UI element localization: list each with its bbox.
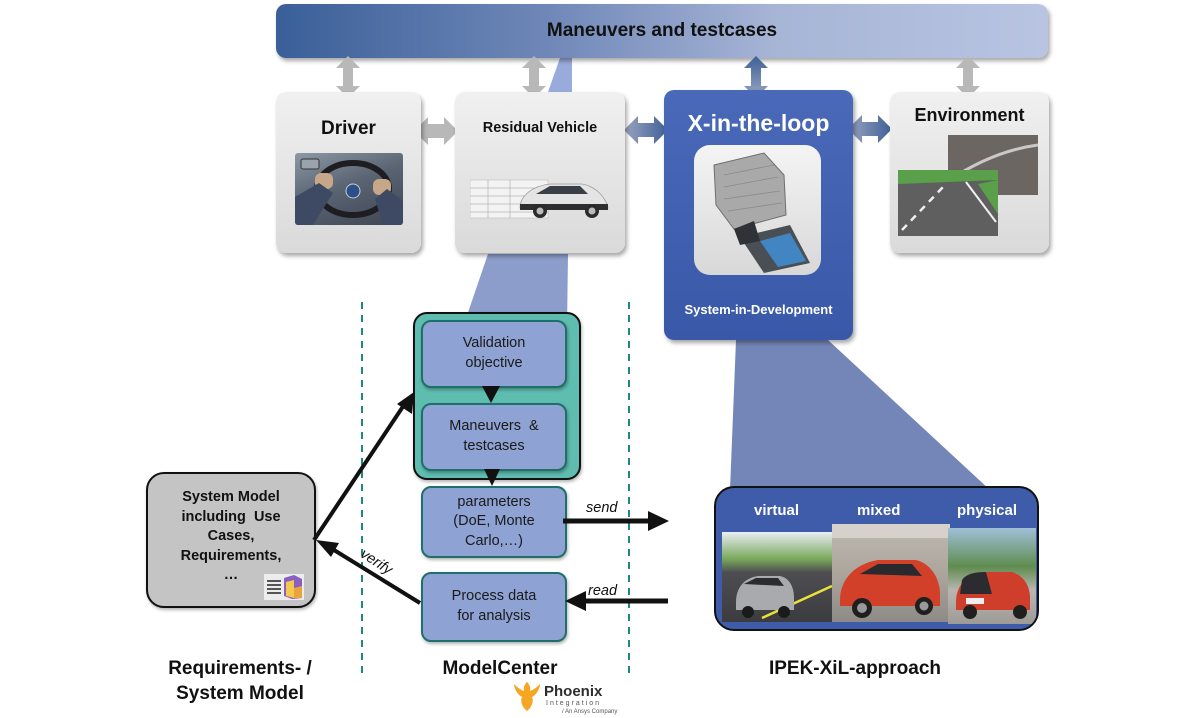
phoenix-tagline: / An Ansys Company bbox=[562, 709, 618, 715]
vertical-arrow-xil bbox=[744, 56, 768, 98]
step-label-line: (DoE, Monte bbox=[453, 513, 535, 530]
sysml-logo-icon bbox=[267, 575, 302, 599]
system-model-line: … bbox=[223, 567, 239, 584]
arrow-residual-xil bbox=[624, 116, 668, 144]
system-model-line: Requirements, bbox=[180, 547, 282, 564]
vertical-arrow-environment bbox=[956, 56, 980, 98]
environment-title: Environment bbox=[914, 105, 1025, 125]
arrow-driver-residual bbox=[414, 117, 458, 145]
beam-residual-to-modelcenter bbox=[462, 254, 568, 330]
phoenix-bird-icon bbox=[514, 682, 540, 711]
arrow-send bbox=[563, 511, 669, 531]
maneuvers-testcases-bar: Maneuvers and testcases bbox=[276, 4, 1048, 58]
column-label-line: Requirements- / bbox=[168, 658, 312, 679]
label-physical: physical bbox=[957, 502, 1018, 519]
column-label-line: ModelCenter bbox=[442, 658, 558, 679]
system-model-line: including Use bbox=[181, 508, 281, 525]
column-label-requirements: Requirements- / System Model bbox=[140, 657, 340, 706]
xil-title: X-in-the-loop bbox=[687, 110, 830, 136]
virtual-photo bbox=[722, 532, 834, 622]
mixed-photo bbox=[832, 524, 950, 622]
column-label-line: IPEK-XiL-approach bbox=[768, 658, 942, 679]
arrow-read bbox=[565, 591, 668, 611]
step-label-line: Maneuvers & bbox=[449, 418, 539, 435]
mixed-car-icon bbox=[832, 524, 950, 618]
xil-subtitle: System-in-Development bbox=[684, 302, 833, 317]
x-in-the-loop-box: X-in-the-loop System-in-Development bbox=[664, 90, 853, 340]
steering-wheel-icon bbox=[295, 158, 403, 225]
road-photo bbox=[898, 170, 998, 236]
step-label-line: testcases bbox=[463, 438, 525, 454]
topbar-title: Maneuvers and testcases bbox=[546, 20, 778, 41]
step-label-line: Process data bbox=[451, 588, 537, 605]
step-label-line: Carlo,…) bbox=[464, 532, 523, 549]
column-label-ipek: IPEK-XiL-approach bbox=[740, 657, 970, 682]
step-label-line: objective bbox=[465, 355, 523, 371]
label-virtual: virtual bbox=[754, 502, 800, 519]
residual-vehicle-title: Residual Vehicle bbox=[482, 120, 598, 136]
sysml-logo bbox=[264, 574, 304, 600]
phoenix-name: Phoenix bbox=[544, 683, 603, 700]
driver-box: Driver bbox=[276, 92, 421, 253]
environment-box: Environment bbox=[890, 92, 1049, 253]
arrow-xil-environment bbox=[848, 115, 892, 143]
physical-photo bbox=[948, 528, 1036, 624]
vertical-arrow-residual bbox=[522, 56, 546, 98]
step-label-line: Validation bbox=[462, 335, 526, 352]
beam-xil-to-ipek bbox=[730, 340, 990, 490]
residual-vehicle-box: Residual Vehicle bbox=[455, 92, 625, 253]
beam-topbar-to-residual bbox=[548, 58, 572, 92]
step-label-line: parameters bbox=[457, 493, 531, 510]
driver-photo bbox=[295, 153, 403, 225]
phoenix-integration-logo: Phoenix Integration / An Ansys Company bbox=[512, 681, 624, 717]
ecu-hardware-icon bbox=[713, 152, 810, 273]
system-model-line: System Model bbox=[182, 489, 280, 505]
system-model-box: System Model including Use Cases, Requir… bbox=[146, 472, 316, 608]
step-parameters: parameters (DoE, Monte Carlo,…) bbox=[421, 486, 567, 558]
road-icon bbox=[898, 170, 998, 231]
virtual-car-icon bbox=[736, 576, 833, 620]
arrow-step1-to-step2 bbox=[482, 386, 500, 403]
arrow-verify bbox=[316, 540, 422, 605]
label-mixed: mixed bbox=[857, 502, 901, 519]
read-label: read bbox=[588, 583, 618, 599]
car-with-table-icon bbox=[469, 179, 609, 219]
column-label-modelcenter: ModelCenter bbox=[420, 657, 580, 682]
step-process-data: Process data for analysis bbox=[421, 572, 567, 642]
send-label: send bbox=[586, 500, 618, 516]
driver-title: Driver bbox=[321, 118, 376, 139]
physical-car-icon bbox=[956, 572, 1030, 619]
residual-vehicle-photo bbox=[469, 178, 610, 220]
step-label-line: for analysis bbox=[457, 608, 531, 624]
arrow-sysmodel-to-modelcenter bbox=[312, 392, 414, 542]
column-label-line: System Model bbox=[176, 682, 304, 704]
step-maneuvers-testcases: Maneuvers & testcases bbox=[421, 403, 567, 471]
system-model-line: Cases, bbox=[207, 528, 255, 545]
ecu-hardware-photo bbox=[694, 145, 821, 275]
ipek-xil-panel: virtual mixed physical bbox=[714, 486, 1039, 631]
phoenix-sub: Integration bbox=[546, 700, 602, 707]
arrow-step2-to-step3 bbox=[484, 469, 500, 486]
vertical-arrow-driver bbox=[336, 56, 360, 98]
